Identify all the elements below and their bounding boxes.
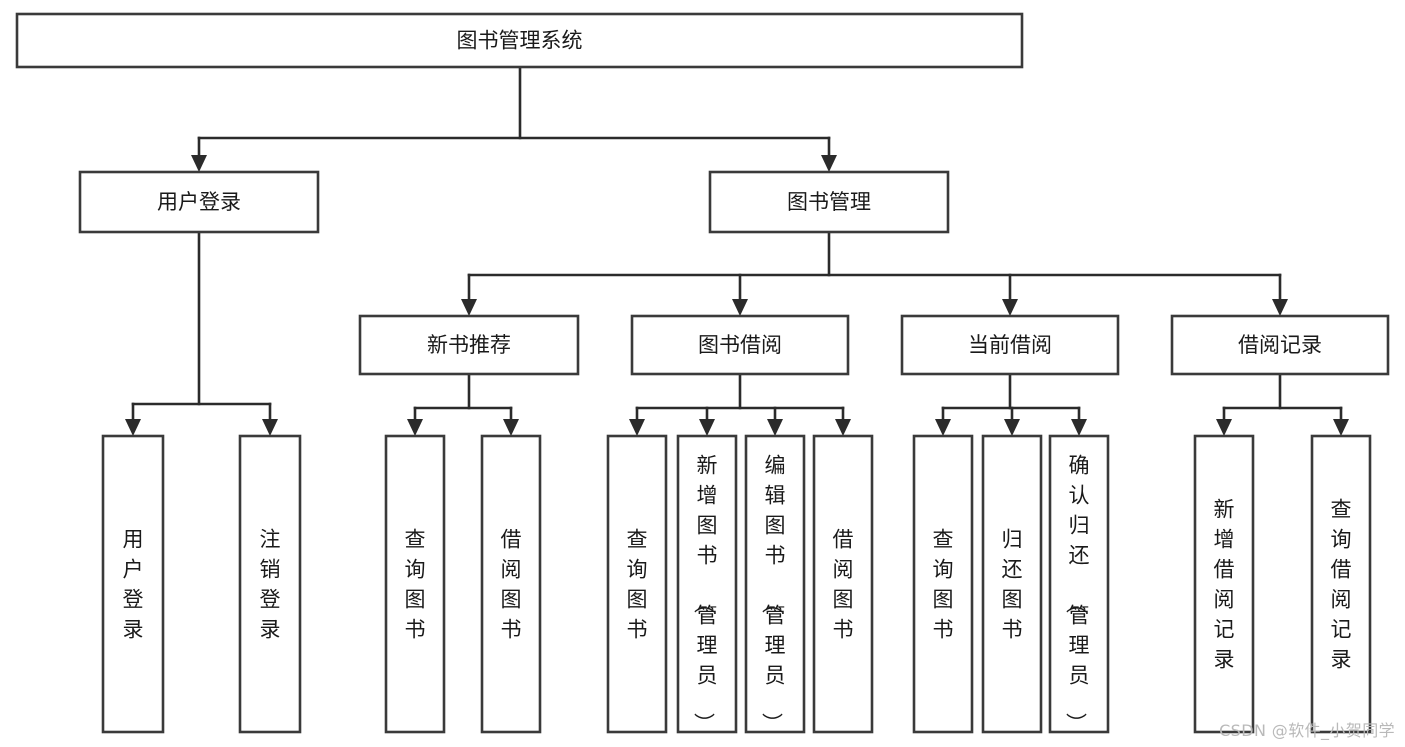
node-label-book-manage: 图书管理: [787, 190, 871, 214]
leaf-leaf-logout[interactable]: 注销登录: [238, 434, 302, 734]
leaf-leaf-add-book[interactable]: 新增图书（管理员）: [676, 434, 738, 734]
leaf-label-leaf-confirm-return: 确认归还（管理员）: [1064, 454, 1090, 734]
arrow-head-icon: [461, 299, 477, 316]
leaf-label-leaf-query-book-borrow: 查询图书: [627, 528, 648, 642]
leaf-leaf-query-book-current[interactable]: 查询图书: [912, 434, 974, 734]
leaf-label-leaf-logout: 注销登录: [260, 528, 281, 642]
leaf-box-leaf-borrow-book: [812, 434, 874, 734]
leaf-label-leaf-query-book-rec: 查询图书: [405, 528, 426, 642]
node-box-book-borrow: [630, 314, 850, 376]
arrow-head-icon: [767, 419, 783, 436]
arrow-head-icon: [503, 419, 519, 436]
leaf-label-leaf-query-record: 查询借阅记录: [1331, 498, 1352, 672]
leaf-box-leaf-query-book-current: [912, 434, 974, 734]
leaf-leaf-query-book-rec[interactable]: 查询图书: [384, 434, 446, 734]
arrow-head-icon: [1004, 419, 1020, 436]
node-user-login[interactable]: 用户登录: [78, 170, 320, 234]
leaf-box-leaf-query-book-borrow: [606, 434, 668, 734]
arrow-head-icon: [1216, 419, 1232, 436]
leaf-leaf-query-record[interactable]: 查询借阅记录: [1310, 434, 1372, 734]
node-borrow-record[interactable]: 借阅记录: [1170, 314, 1390, 376]
leaf-box-leaf-logout: [238, 434, 302, 734]
leaf-label-leaf-borrow-book: 借阅图书: [833, 528, 854, 642]
arrow-head-icon: [835, 419, 851, 436]
arrow-head-icon: [699, 419, 715, 436]
leaf-leaf-user-login[interactable]: 用户登录: [101, 434, 165, 734]
leaf-leaf-return-book[interactable]: 归还图书: [981, 434, 1043, 734]
leaf-leaf-edit-book[interactable]: 编辑图书（管理员）: [744, 434, 806, 734]
node-box-current-borrow: [900, 314, 1120, 376]
leaf-box-leaf-return-book: [981, 434, 1043, 734]
leaf-leaf-borrow-book-rec[interactable]: 借阅图书: [480, 434, 542, 734]
node-current-borrow[interactable]: 当前借阅: [900, 314, 1120, 376]
leaf-box-leaf-confirm-return: [1048, 434, 1110, 734]
arrow-head-icon: [732, 299, 748, 316]
node-book-manage[interactable]: 图书管理: [708, 170, 950, 234]
node-label-root: 图书管理系统: [457, 29, 583, 53]
leaf-box-leaf-add-record: [1193, 434, 1255, 734]
arrow-head-icon: [407, 419, 423, 436]
node-box-root: [15, 12, 1024, 69]
leaf-label-leaf-return-book: 归还图书: [1002, 528, 1023, 642]
node-layer: 图书管理系统用户登录图书管理新书推荐图书借阅当前借阅借阅记录用户登录注销登录查询…: [15, 12, 1390, 734]
leaf-box-leaf-add-book: [676, 434, 738, 734]
node-book-borrow[interactable]: 图书借阅: [630, 314, 850, 376]
leaf-leaf-borrow-book[interactable]: 借阅图书: [812, 434, 874, 734]
node-box-new-book-rec: [358, 314, 580, 376]
leaf-box-leaf-user-login: [101, 434, 165, 734]
arrow-head-icon: [935, 419, 951, 436]
node-box-borrow-record: [1170, 314, 1390, 376]
node-box-book-manage: [708, 170, 950, 234]
arrow-head-icon: [629, 419, 645, 436]
leaf-label-leaf-add-record: 新增借阅记录: [1214, 498, 1235, 672]
arrow-head-icon: [1333, 419, 1349, 436]
arrow-head-icon: [125, 419, 141, 436]
leaf-leaf-query-book-borrow[interactable]: 查询图书: [606, 434, 668, 734]
node-root[interactable]: 图书管理系统: [15, 12, 1024, 69]
leaf-leaf-add-record[interactable]: 新增借阅记录: [1193, 434, 1255, 734]
arrow-head-icon: [1002, 299, 1018, 316]
leaf-label-leaf-user-login: 用户登录: [123, 528, 144, 642]
arrow-head-icon: [262, 419, 278, 436]
arrow-head-icon: [1272, 299, 1288, 316]
leaf-box-leaf-query-record: [1310, 434, 1372, 734]
node-label-user-login: 用户登录: [157, 190, 241, 214]
arrow-head-icon: [821, 155, 837, 172]
node-label-current-borrow: 当前借阅: [968, 333, 1052, 357]
node-label-book-borrow: 图书借阅: [698, 333, 782, 357]
node-label-new-book-rec: 新书推荐: [427, 333, 511, 357]
leaf-label-leaf-query-book-current: 查询图书: [933, 528, 954, 642]
connector-layer: [125, 65, 1349, 436]
leaf-leaf-confirm-return[interactable]: 确认归还（管理员）: [1048, 434, 1110, 734]
leaf-label-leaf-borrow-book-rec: 借阅图书: [501, 528, 522, 642]
leaf-box-leaf-query-book-rec: [384, 434, 446, 734]
leaf-box-leaf-edit-book: [744, 434, 806, 734]
arrow-head-icon: [1071, 419, 1087, 436]
node-box-user-login: [78, 170, 320, 234]
node-label-borrow-record: 借阅记录: [1238, 333, 1322, 357]
leaf-label-leaf-add-book: 新增图书（管理员）: [692, 454, 718, 734]
leaf-box-leaf-borrow-book-rec: [480, 434, 542, 734]
node-new-book-rec[interactable]: 新书推荐: [358, 314, 580, 376]
leaf-label-leaf-edit-book: 编辑图书（管理员）: [760, 454, 786, 734]
arrow-head-icon: [191, 155, 207, 172]
